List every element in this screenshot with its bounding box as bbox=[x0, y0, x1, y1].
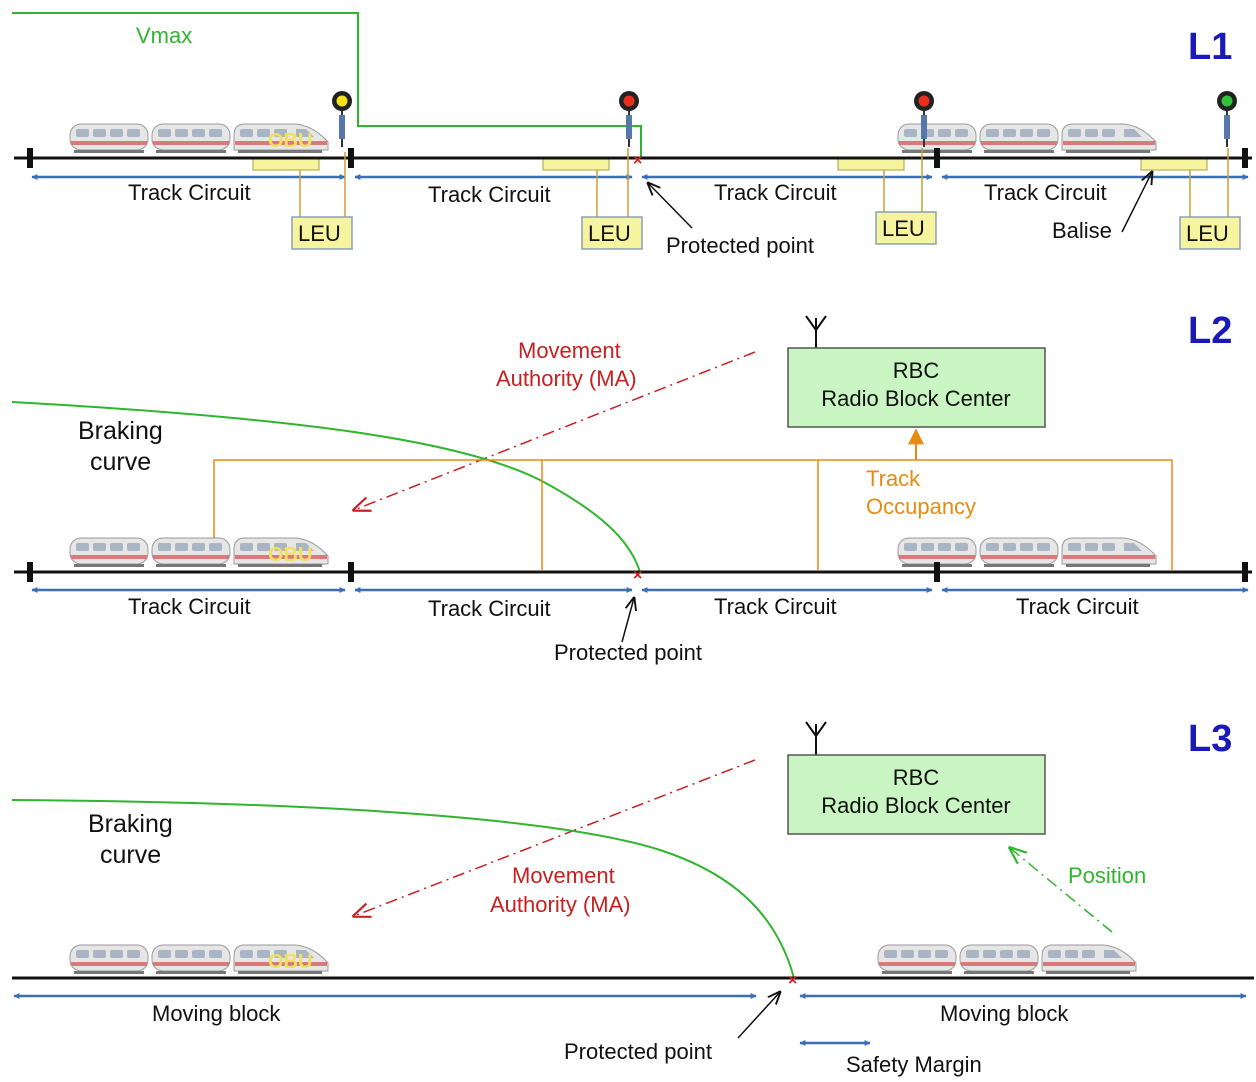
track-circuit-label: Track Circuit bbox=[428, 182, 551, 207]
ma-label-line1: Movement bbox=[518, 338, 621, 363]
antenna-icon bbox=[805, 721, 827, 755]
position-report-arrow bbox=[1010, 848, 1113, 933]
protected-point-label-l3: Protected point bbox=[564, 1039, 712, 1064]
braking-curve-label-line2: curve bbox=[100, 841, 161, 869]
leu-label: LEU bbox=[882, 216, 925, 241]
vmax-speed-profile bbox=[12, 12, 642, 158]
level2-title: L2 bbox=[1188, 310, 1232, 352]
leu-box: LEU bbox=[1179, 216, 1241, 250]
safety-margin-label: Safety Margin bbox=[846, 1052, 982, 1077]
level3-title: L3 bbox=[1188, 718, 1232, 760]
balise-label: Balise bbox=[1052, 218, 1112, 243]
signal-green-icon bbox=[1216, 90, 1238, 148]
braking-curve-label-line1: Braking bbox=[78, 417, 163, 445]
leu-box: LEU bbox=[291, 216, 353, 250]
braking-curve-label-line2: curve bbox=[90, 448, 151, 476]
track-circuit-label: Track Circuit bbox=[714, 594, 837, 619]
track-circuit-label: Track Circuit bbox=[128, 594, 251, 619]
ma-label-line2: Authority (MA) bbox=[490, 892, 631, 917]
rbc-title: RBC bbox=[893, 765, 940, 790]
protected-point-pointer-l3 bbox=[737, 992, 780, 1039]
level1-title: L1 bbox=[1188, 26, 1232, 68]
obu-label-l2: OBU bbox=[268, 544, 312, 566]
balise-4 bbox=[1140, 157, 1208, 171]
signal-red-icon bbox=[618, 90, 640, 148]
track-circuit-label: Track Circuit bbox=[128, 180, 251, 205]
rbc-box-l3: RBC Radio Block Center bbox=[787, 754, 1046, 835]
signal-red-icon bbox=[913, 90, 935, 148]
balise-1 bbox=[252, 157, 320, 171]
position-label: Position bbox=[1068, 863, 1146, 888]
braking-curve-l3 bbox=[11, 799, 795, 979]
track-circuit-label: Track Circuit bbox=[1016, 594, 1139, 619]
rbc-subtitle: Radio Block Center bbox=[821, 386, 1011, 411]
track-circuit-label: Track Circuit bbox=[428, 596, 551, 621]
track-circuit-label: Track Circuit bbox=[984, 180, 1107, 205]
level2-section: L2 RBC Radio Block Center Movement Autho… bbox=[11, 310, 1252, 665]
track-occupancy-label-line1: Track bbox=[866, 466, 921, 491]
train-l3-right bbox=[878, 945, 1136, 974]
braking-curve-l2 bbox=[11, 401, 641, 573]
moving-block-label-left: Moving block bbox=[152, 1001, 281, 1026]
rbc-title: RBC bbox=[893, 358, 940, 383]
protected-point-label-l2: Protected point bbox=[554, 640, 702, 665]
antenna-icon bbox=[805, 315, 827, 348]
signal-yellow-icon bbox=[331, 90, 353, 148]
leu-label: LEU bbox=[298, 221, 341, 246]
rbc-subtitle: Radio Block Center bbox=[821, 793, 1011, 818]
protected-point-marker-l3: × bbox=[788, 972, 797, 989]
balise-pointer bbox=[1121, 172, 1152, 233]
leu-label: LEU bbox=[1186, 221, 1229, 246]
moving-block-label-right: Moving block bbox=[940, 1001, 1069, 1026]
leu-box: LEU bbox=[875, 211, 937, 245]
track-occupancy-label-line2: Occupancy bbox=[866, 494, 976, 519]
protected-point-marker-l1: × bbox=[633, 152, 642, 169]
protected-point-pointer-l2 bbox=[621, 598, 634, 643]
protected-point-marker-l2: × bbox=[633, 567, 642, 584]
track-circuit-label: Track Circuit bbox=[714, 180, 837, 205]
track-occupancy-network bbox=[213, 459, 1173, 570]
level1-section: L1 Vmax OBU bbox=[12, 12, 1252, 258]
vmax-label: Vmax bbox=[136, 23, 192, 48]
leu-label: LEU bbox=[588, 221, 631, 246]
obu-label-l3: OBU bbox=[268, 951, 312, 973]
level3-section: L3 RBC Radio Block Center Movement Autho… bbox=[11, 718, 1254, 1077]
ma-label-line1: Movement bbox=[512, 863, 615, 888]
protected-point-pointer-l1 bbox=[648, 183, 693, 229]
obu-label-l1: OBU bbox=[268, 130, 312, 152]
ma-label-line2: Authority (MA) bbox=[496, 366, 637, 391]
balise-2 bbox=[542, 157, 610, 171]
balise-3 bbox=[837, 157, 905, 171]
rbc-box-l2: RBC Radio Block Center bbox=[787, 347, 1046, 428]
braking-curve-label-line1: Braking bbox=[88, 810, 173, 838]
leu-box: LEU bbox=[581, 216, 643, 250]
protected-point-label-l1: Protected point bbox=[666, 233, 814, 258]
